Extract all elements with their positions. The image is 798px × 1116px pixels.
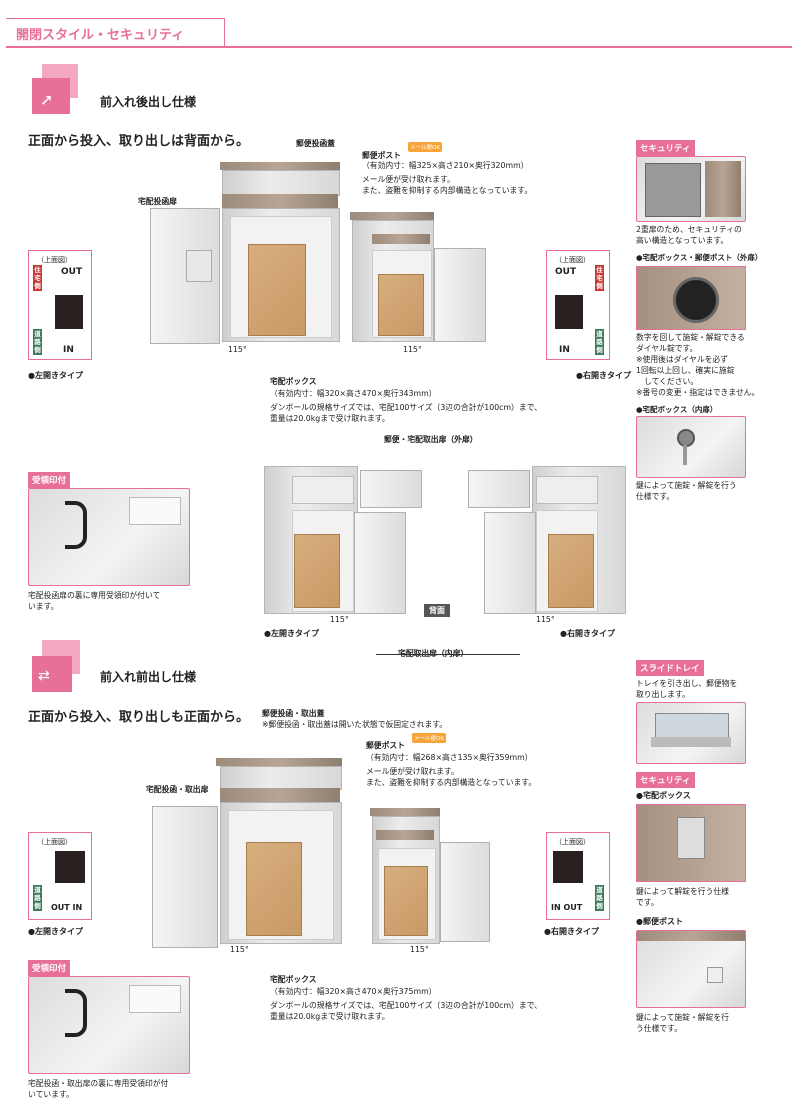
- dial-lock-photo: [636, 266, 746, 330]
- angle-115-d: 115°: [536, 615, 555, 624]
- front-front-icon: ⇄: [28, 640, 90, 696]
- section2-title: 前入れ前出し仕様: [100, 670, 197, 684]
- box-spec-2: （有効内寸：幅320×高さ470×奥行375mm）: [270, 987, 437, 996]
- back-badge: 背面: [424, 604, 450, 617]
- slide-tray-head: スライドトレイ: [636, 660, 704, 676]
- angle-115-e: 115°: [230, 945, 249, 954]
- topview-left-2: （上面図） OUT IN 道路側: [28, 832, 92, 920]
- section1-title: 前入れ後出し仕様: [100, 95, 197, 109]
- security-head-2: セキュリティ: [636, 772, 695, 788]
- security2-box-desc2: です。: [636, 898, 659, 907]
- left-type-1: ●左開きタイプ: [28, 371, 83, 380]
- security-head-1: セキュリティ: [636, 140, 695, 156]
- label-box-1: 宅配ボックス: [270, 377, 317, 386]
- post-desc2: また、盗難を抑制する内部構造となっています。: [362, 186, 533, 195]
- dial-note4: ※番号の変更・指定はできません。: [636, 388, 760, 397]
- receipt-head-1: 受領印付: [28, 472, 71, 488]
- receipt-desc1-1: 宅配投函扉の裏に専用受領印が付いて: [28, 591, 161, 600]
- right-type-1: ●右開きタイプ: [576, 371, 631, 380]
- security2-post-label: ●郵便ポスト: [636, 917, 683, 926]
- mail-ok-badge-2: メール便OK: [412, 733, 446, 743]
- product-photo-front-small-2: [354, 808, 494, 944]
- dial-note3: してください。: [644, 377, 699, 386]
- back-right-type: ●右開きタイプ: [560, 629, 615, 638]
- slide-desc2: 取り出します。: [636, 690, 690, 699]
- topview-right: （上面図） OUT IN 住宅側 道路側: [546, 250, 610, 360]
- page-title: 開閉スタイル・セキュリティ: [16, 28, 185, 43]
- security1-desc2: 高い構造となっています。: [636, 236, 729, 245]
- label-inner-door: 宅配取出扉（内扉）: [398, 648, 468, 659]
- label-lid-2: 郵便投函・取出蓋: [262, 709, 325, 718]
- angle-115-f: 115°: [410, 945, 429, 954]
- post-desc1: メール便が受け取れます。: [362, 175, 455, 184]
- front-back-icon: ➚: [28, 64, 88, 118]
- inner-lock-photo: [636, 416, 746, 478]
- box-desc1-2: ダンボールの規格サイズでは、宅配100サイズ（3辺の合計が100cm）まで、: [270, 1001, 542, 1010]
- back-left-type: ●左開きタイプ: [264, 629, 319, 638]
- label-outer-door: 郵便・宅配取出扉（外扉）: [384, 435, 478, 444]
- dial-desc2: ダイヤル錠です。: [636, 344, 698, 353]
- lid-note-2: ※郵便投函・取出蓋は開いた状態で仮固定されます。: [262, 720, 448, 729]
- left-type-2: ●左開きタイプ: [28, 927, 83, 936]
- mail-ok-badge: メール便OK: [408, 142, 442, 152]
- receipt-desc1-2: 宅配投函・取出扉の裏に専用受領印が付: [28, 1079, 169, 1088]
- receipt-photo-1: [28, 488, 190, 586]
- angle-115-c: 115°: [330, 615, 349, 624]
- security2-box-desc1: 鍵によって解錠を行う仕様: [636, 887, 729, 896]
- slide-desc1: トレイを引き出し、郵便物を: [636, 679, 738, 688]
- security1-inner-label: ●宅配ボックス（内扉）: [636, 405, 718, 414]
- box-spec-1: （有効内寸：幅320×高さ470×奥行343mm）: [270, 389, 437, 398]
- post-spec-2: （有効内寸：幅268×高さ135×奥行359mm）: [366, 753, 533, 762]
- topview-right-2: （上面図） IN OUT 道路側: [546, 832, 610, 920]
- security2-box-photo: [636, 804, 746, 882]
- security2-post-photo: [636, 930, 746, 1008]
- post-desc2-2: また、盗難を抑制する内部構造となっています。: [366, 778, 537, 787]
- security1-dial-label: ●宅配ボックス・郵便ポスト（外扉）: [636, 253, 763, 262]
- security-photo-1: [636, 156, 746, 222]
- label-post-2: 郵便ポスト: [366, 741, 405, 750]
- security1-desc1: 2重扉のため、セキュリティの: [636, 225, 742, 234]
- dial-note2: 1回転以上回し、確実に施錠: [636, 366, 735, 375]
- product-photo-front-open: [150, 158, 340, 344]
- right-type-2: ●右開きタイプ: [544, 927, 599, 936]
- product-photo-front-open-2: [150, 756, 346, 948]
- receipt-desc2-2: いています。: [28, 1090, 74, 1099]
- leader-inner-door: [376, 654, 520, 655]
- label-post-lid: 郵便投函蓋: [296, 139, 335, 148]
- box-desc2-1: 重量は20.0kgまで受け取れます。: [270, 414, 390, 423]
- receipt-photo-2: [28, 976, 190, 1074]
- header-tab: [6, 18, 225, 47]
- label-door-2: 宅配投函・取出扉: [146, 785, 209, 794]
- product-photo-back-left: [264, 466, 424, 614]
- security2-box-label: ●宅配ボックス: [636, 791, 691, 800]
- label-delivery-door: 宅配投函扉: [138, 197, 177, 206]
- section1-headline: 正面から投入、取り出しは背面から。: [28, 134, 250, 149]
- security2-post-desc1: 鍵によって施錠・解錠を行: [636, 1013, 729, 1022]
- inner-desc1: 鍵によって施錠・解錠を行う: [636, 481, 737, 490]
- receipt-head-2: 受領印付: [28, 960, 71, 976]
- label-box-2: 宅配ボックス: [270, 975, 317, 984]
- dial-desc1: 数字を回して施錠・解錠できる: [636, 333, 745, 342]
- topview-left: （上面図） OUT IN 住宅側 道路側: [28, 250, 92, 360]
- label-post: 郵便ポスト: [362, 151, 401, 160]
- slide-tray-photo: [636, 702, 746, 764]
- angle-115-b: 115°: [403, 345, 422, 354]
- dial-note1: ※使用後はダイヤルを必ず: [636, 355, 729, 364]
- product-photo-front-small: [350, 212, 490, 342]
- box-desc2-2: 重量は20.0kgまで受け取れます。: [270, 1012, 390, 1021]
- box-desc1-1: ダンボールの規格サイズでは、宅配100サイズ（3辺の合計が100cm）まで、: [270, 403, 542, 412]
- post-desc1-2: メール便が受け取れます。: [366, 767, 459, 776]
- security2-post-desc2: う仕様です。: [636, 1024, 683, 1033]
- post-spec: （有効内寸：幅325×高さ210×奥行320mm）: [362, 161, 529, 170]
- product-photo-back-right: [464, 466, 626, 614]
- header-rule: [6, 46, 792, 48]
- angle-115-a: 115°: [228, 345, 247, 354]
- receipt-desc2-1: います。: [28, 602, 59, 611]
- inner-desc2: 仕様です。: [636, 492, 675, 501]
- section2-headline: 正面から投入、取り出しも正面から。: [28, 710, 250, 725]
